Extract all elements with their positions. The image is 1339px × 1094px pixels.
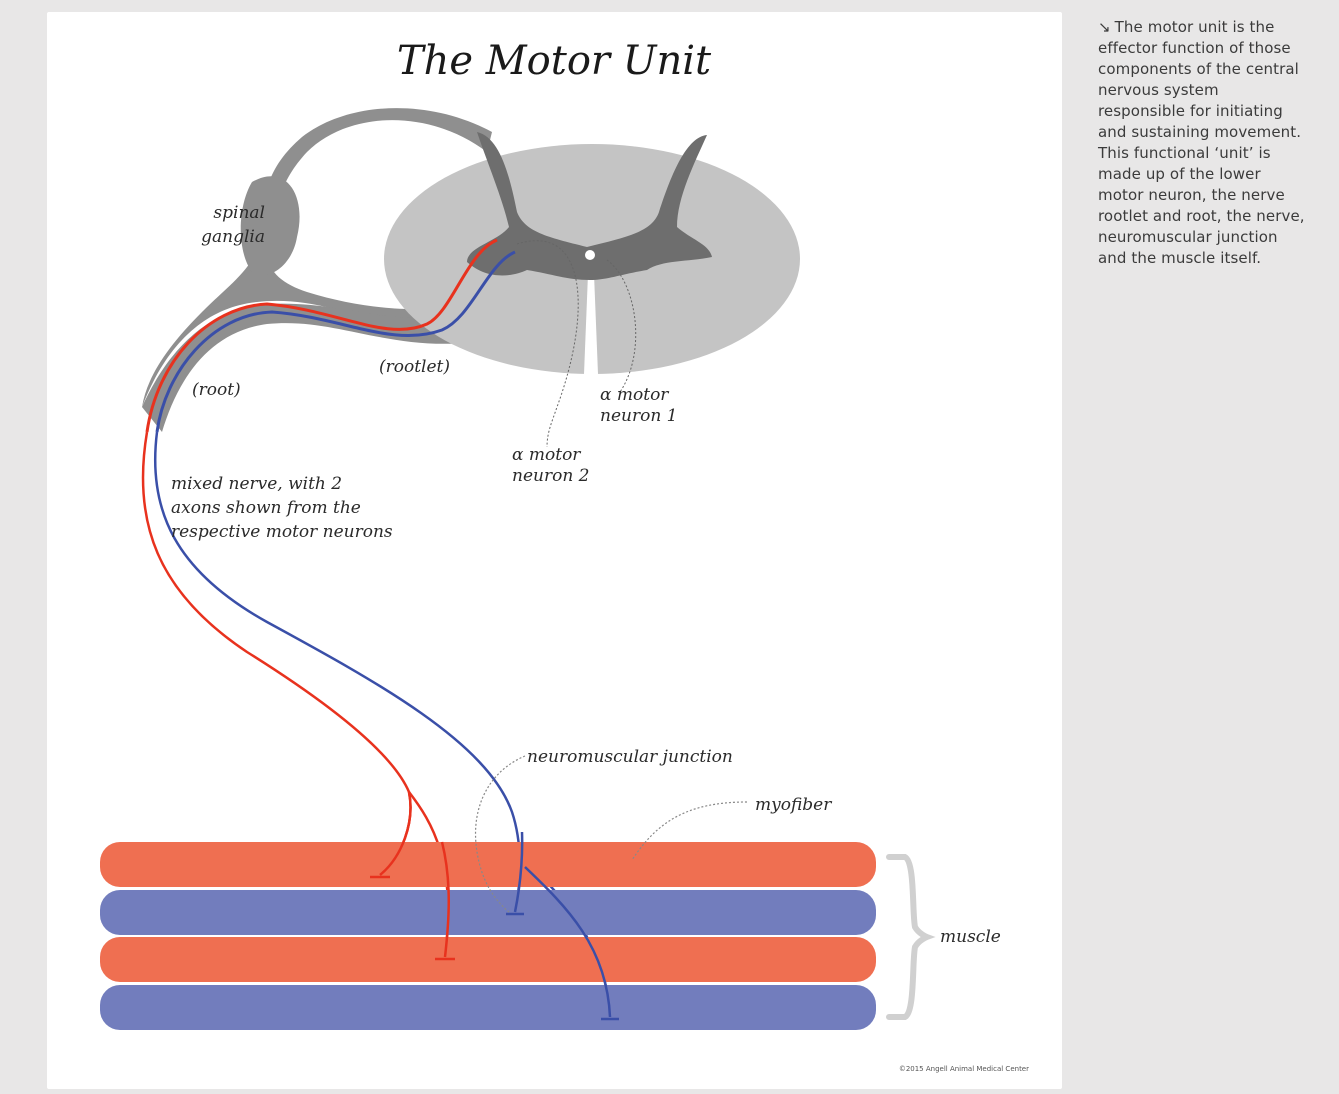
copyright-notice: ©2015 Angell Animal Medical Center — [899, 1065, 1029, 1073]
label-neuromuscular-junction: neuromuscular junction — [527, 747, 733, 767]
myofiber-2 — [100, 890, 876, 935]
label-motor-neuron-2-b: neuron 2 — [512, 466, 590, 486]
label-motor-neuron-2-a: α motor — [512, 445, 581, 465]
label-mixed-nerve-2: axons shown from the — [171, 498, 361, 518]
label-root: (root) — [192, 380, 241, 400]
muscle-bracket — [889, 857, 927, 1017]
label-muscle: muscle — [940, 927, 1001, 947]
caption-text: The motor unit is the effector function … — [1098, 18, 1305, 267]
central-canal — [585, 250, 595, 260]
diagram-title: The Motor Unit — [397, 38, 712, 84]
spinal-ganglion — [241, 176, 300, 275]
myofiber-1 — [100, 842, 876, 887]
label-rootlet: (rootlet) — [379, 357, 450, 377]
label-mixed-nerve-3: respective motor neurons — [171, 522, 393, 542]
figure-caption: ↘The motor unit is the effector function… — [1098, 17, 1308, 269]
label-spinal-ganglia-1: spinal — [213, 203, 265, 223]
motor-unit-figure: The Motor Unit — [47, 12, 1062, 1089]
label-spinal-ganglia-2: ganglia — [201, 227, 265, 247]
myofiber-3 — [100, 937, 876, 982]
label-motor-neuron-1-b: neuron 1 — [600, 406, 678, 426]
myofiber-4 — [100, 985, 876, 1030]
label-mixed-nerve-1: mixed nerve, with 2 — [171, 474, 342, 494]
label-motor-neuron-1-a: α motor — [600, 385, 669, 405]
arrow-down-right-icon: ↘ — [1098, 17, 1111, 38]
label-myofiber: myofiber — [755, 795, 832, 815]
motor-unit-diagram: The Motor Unit — [47, 12, 1062, 1089]
